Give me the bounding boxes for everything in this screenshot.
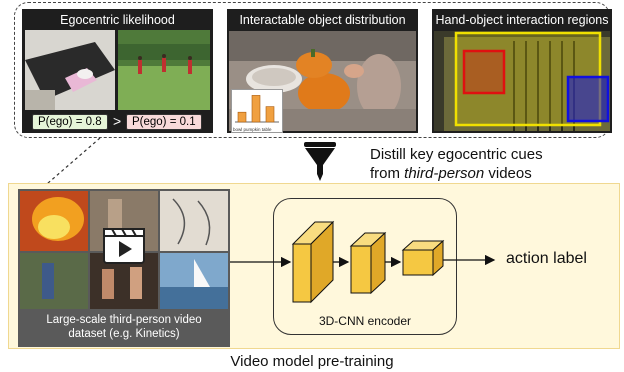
dataset-caption-line2: dataset (e.g. Kinetics) <box>68 328 180 340</box>
cnn-layer-3 <box>401 239 445 277</box>
dataset-caption-line1: Large-scale third-person video <box>46 314 202 326</box>
prob-low-box: P(ego) = 0.1 <box>126 114 202 130</box>
panel-title: Interactable object distribution <box>239 13 406 27</box>
histogram-bar <box>251 95 261 123</box>
distill-italic: third-person <box>404 165 485 182</box>
object-histogram-inset: bowl pumpkin table <box>231 89 283 133</box>
accordion-photo <box>434 31 610 131</box>
comparison-symbol: > <box>113 113 122 129</box>
output-label: action label <box>506 250 587 267</box>
filter-funnel-icon <box>303 141 337 183</box>
panel-title: Egocentric likelihood <box>60 13 175 27</box>
video-camera-icon <box>102 225 146 265</box>
histogram-bar <box>237 111 247 123</box>
cnn-layer-1 <box>291 220 335 304</box>
object-histogram <box>235 95 279 123</box>
dataset-collage: Large-scale third-person video dataset (… <box>18 189 230 347</box>
outdoor-field-photo <box>118 30 210 110</box>
histogram-bar <box>265 106 275 123</box>
histogram-caption: bowl pumpkin table <box>233 127 272 132</box>
ironing-photo <box>25 30 115 110</box>
panel-egocentric-likelihood: Egocentric likelihood P(ego) = 0.8 > P(e… <box>22 9 213 133</box>
dataset-caption: Large-scale third-person video dataset (… <box>18 313 230 341</box>
footer-label: Video model pre-training <box>230 353 394 370</box>
prob-high-box: P(ego) = 0.8 <box>32 114 108 130</box>
distill-text-line2: from third-person videos <box>370 165 532 182</box>
distill-suffix: videos <box>484 165 532 182</box>
panel-hand-object-regions: Hand-object interaction regions <box>432 9 612 133</box>
cnn-layer-2 <box>349 231 387 295</box>
panel-title: Hand-object interaction regions <box>435 13 609 27</box>
encoder-label: 3D-CNN encoder <box>318 314 412 328</box>
panel-object-distribution: Interactable object distribution bowl pu… <box>227 9 418 133</box>
distill-prefix: from <box>370 165 405 182</box>
distill-text-line1: Distill key egocentric cues <box>370 146 543 163</box>
